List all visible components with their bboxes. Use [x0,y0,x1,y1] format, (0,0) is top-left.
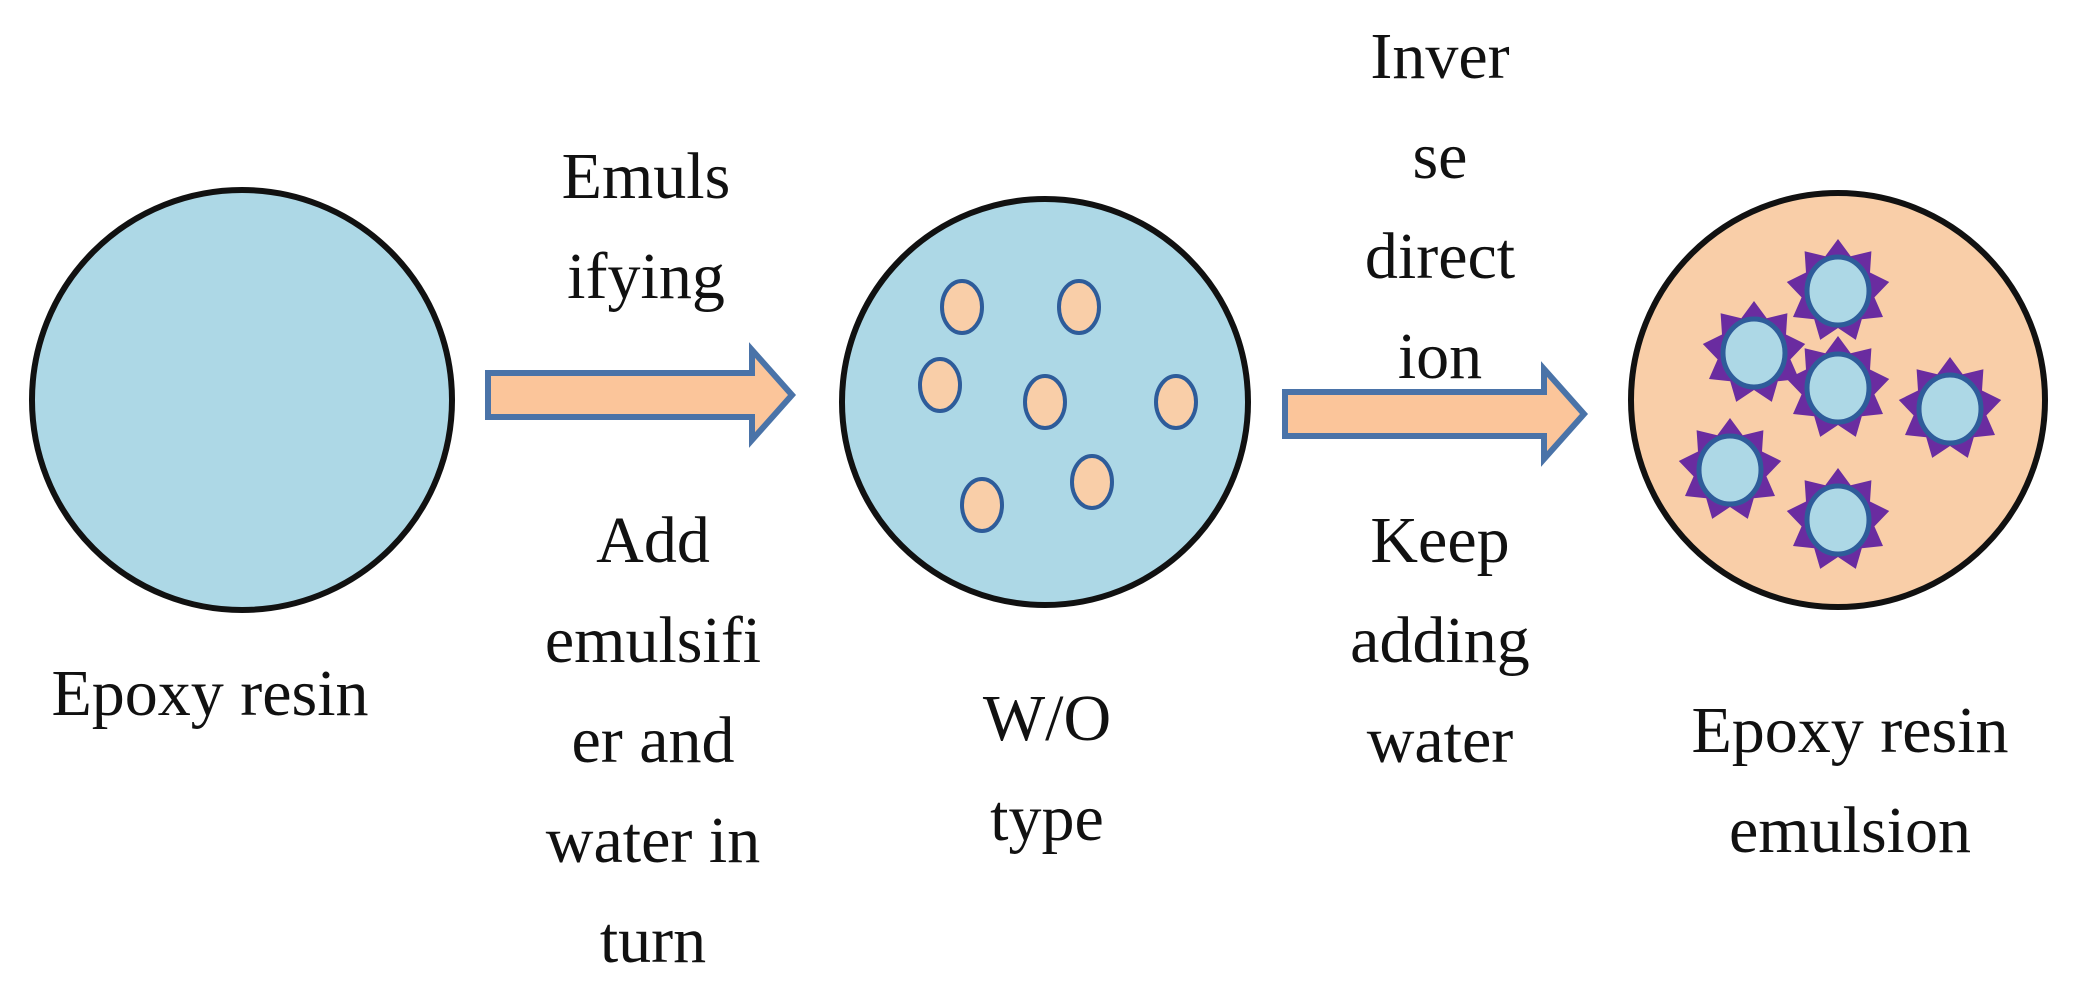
water-droplets [918,279,1198,533]
micelle-core [1720,316,1788,390]
step-emulsifying-bottom: Add emulsifi er and water in turn [545,504,761,977]
stage-epoxy-resin: Epoxy resin [29,187,455,730]
step-2-top-line-3: direct [1365,220,1515,293]
step-1-bottom-line-1: Add [596,504,710,577]
step-inversion-bottom: Keep adding water [1350,504,1530,777]
micelle-core [1916,372,1984,446]
step-2-bottom-line-2: adding [1350,604,1530,677]
step-2-bottom-line-1: Keep [1370,504,1509,577]
micelle-core [1804,254,1872,328]
arrow-2-shape [1282,361,1589,467]
step-2-top-line-2: se [1413,120,1468,193]
water-droplet [940,279,984,335]
step-inversion-top: Inver se direct ion [1365,20,1515,393]
stage-epoxy-resin-emulsion: Epoxy resin emulsion [1628,190,2048,867]
step-2-top-line-4: ion [1398,320,1482,393]
arrow-inversion [1282,361,1589,467]
step-1-top-line-2: ifying [567,240,725,313]
stage-wo-type: W/O type [839,196,1251,855]
water-droplet [1154,374,1198,430]
step-1-bottom-line-2: emulsifi [545,604,761,677]
step-emulsifying-top: Emuls ifying [562,140,731,313]
step-1-bottom-line-4: water in [546,804,760,877]
step-1-bottom-line-3: er and [571,704,734,777]
step-2-top-line-1: Inver [1370,20,1509,93]
epoxy-resin-label: Epoxy resin [51,657,368,730]
wo-type-label-line-1: W/O [983,682,1111,755]
water-droplet [1057,279,1101,335]
arrow-1-shape [485,342,797,448]
micelles [1678,239,2002,569]
water-droplet [918,357,962,413]
step-1-bottom-line-5: turn [600,904,706,977]
micelle-core [1804,483,1872,557]
water-droplet [1023,374,1067,430]
arrow-emulsifying [485,342,797,448]
water-droplet [1070,454,1114,510]
emulsion-label-line-1: Epoxy resin [1691,694,2008,767]
step-2-bottom-line-3: water [1367,704,1514,777]
wo-type-label-line-2: type [990,782,1104,855]
micelle-core [1696,433,1764,507]
micelle-core [1804,351,1872,425]
epoxy-resin-circle [29,187,455,613]
step-1-top-line-1: Emuls [562,140,731,213]
water-droplet [960,477,1004,533]
emulsion-label-line-2: emulsion [1729,794,1971,867]
